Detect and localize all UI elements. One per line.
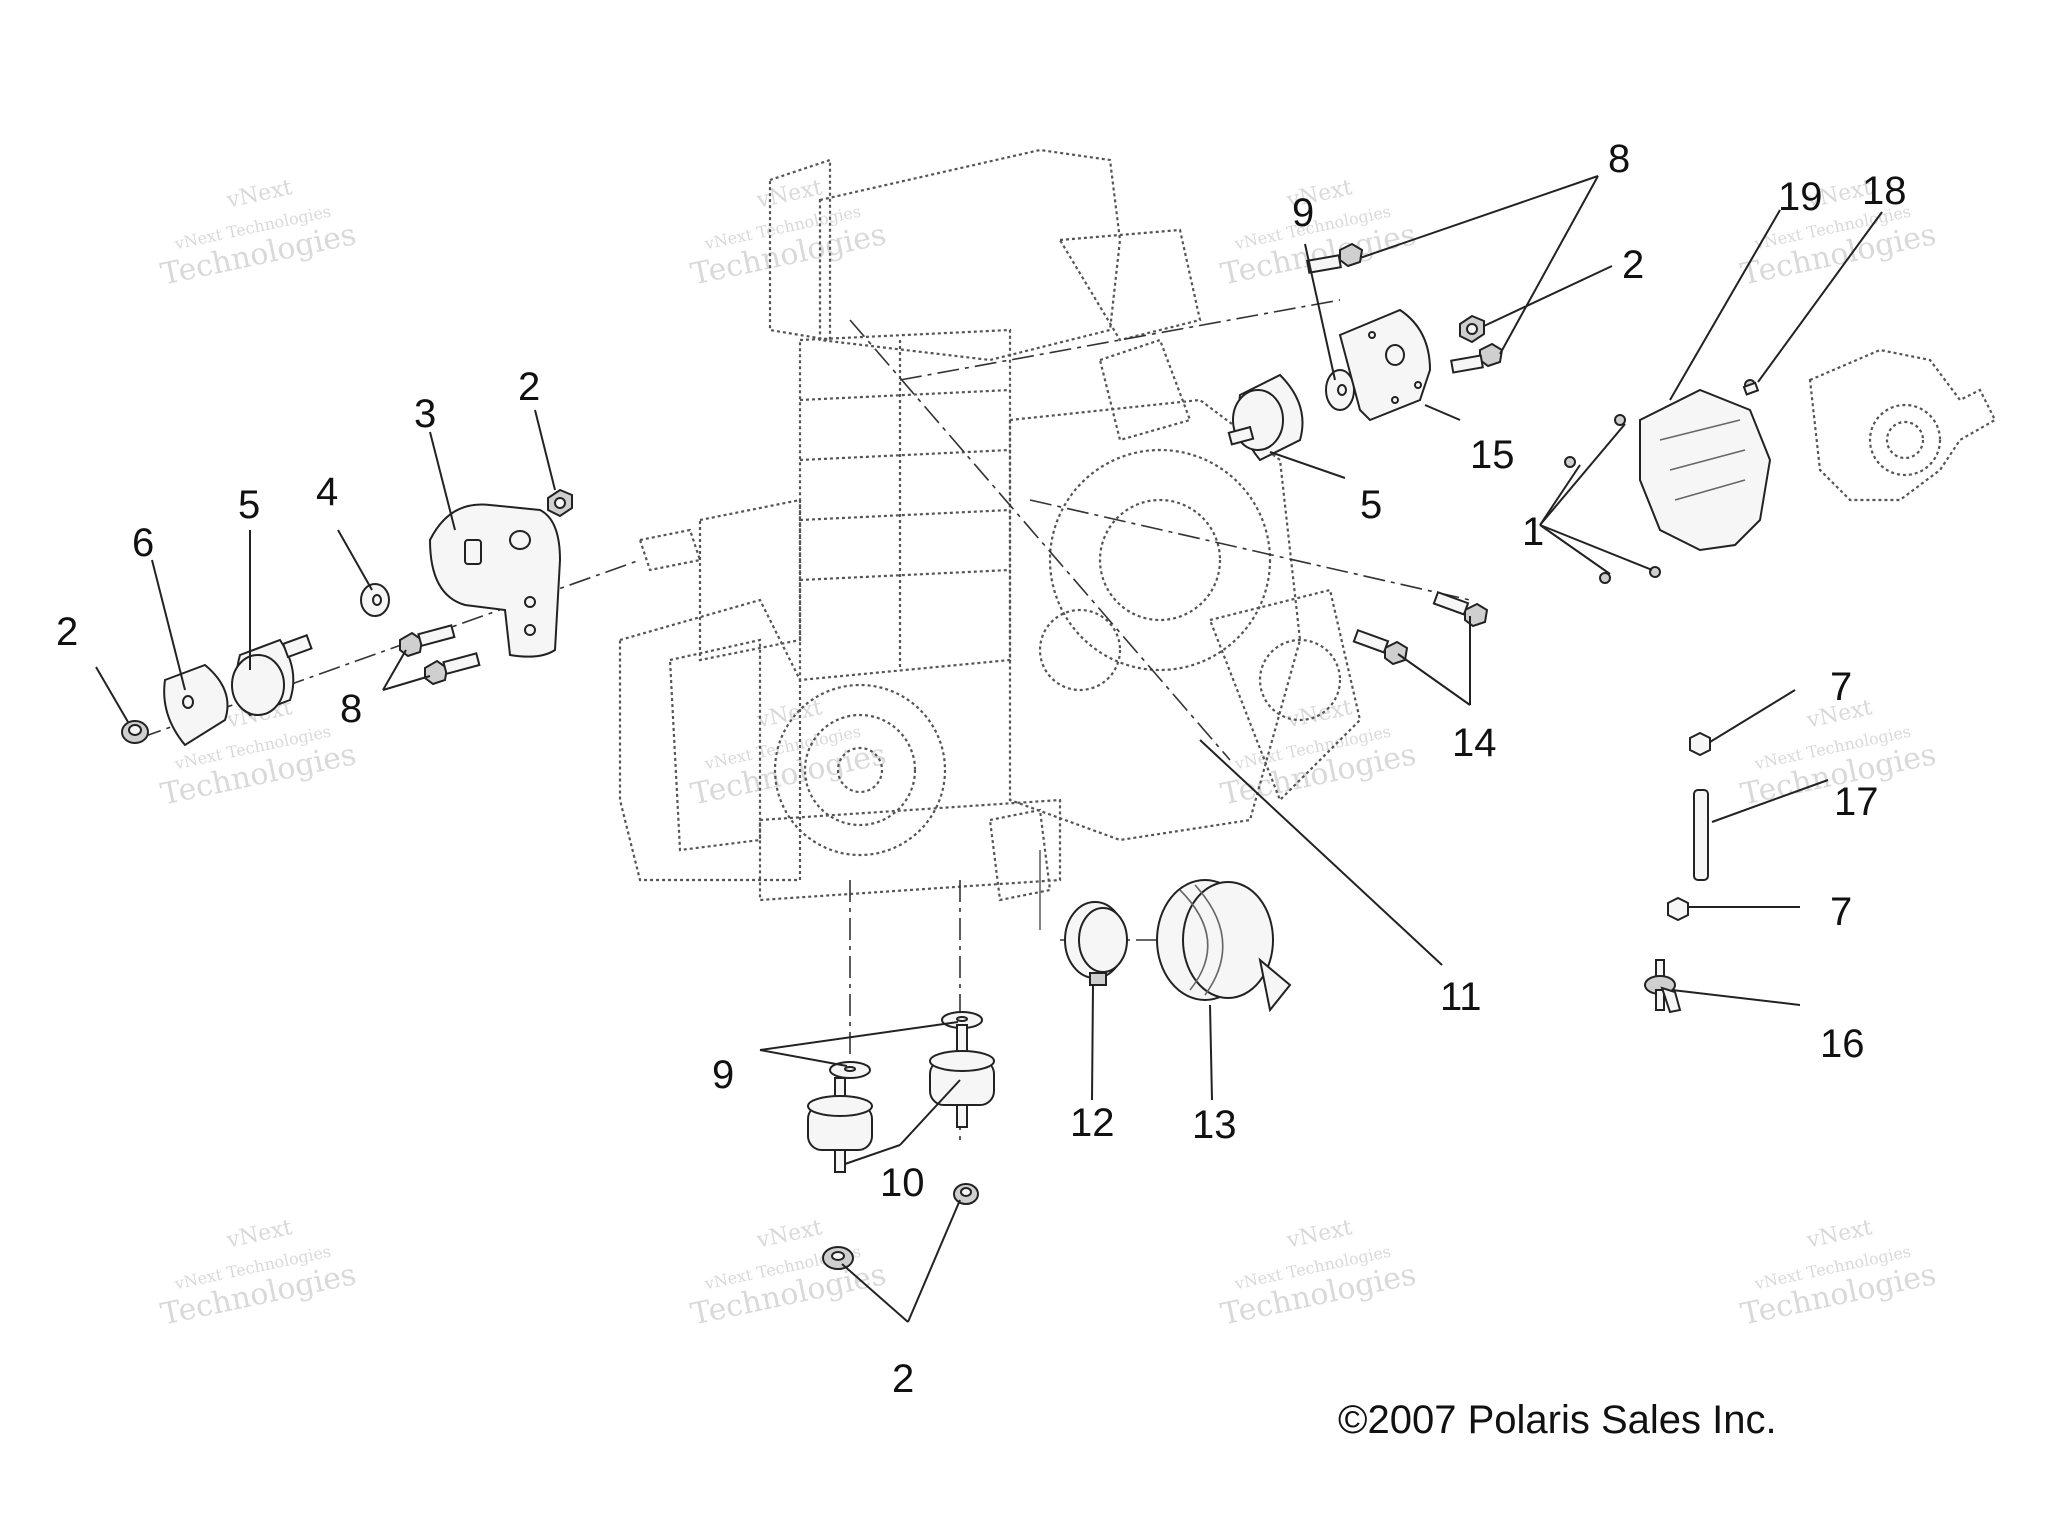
callout-8: 8 — [340, 687, 362, 731]
flange-nut-icon[interactable] — [121, 720, 149, 744]
watermark: vNext vNext Technologies Technologies — [688, 175, 889, 292]
svg-text:vNext: vNext — [1284, 1215, 1355, 1253]
watermark: vNext vNext Technologies Technologies — [1218, 695, 1419, 812]
rubber-mount-icon[interactable] — [929, 1024, 995, 1128]
callout-10: 10 — [880, 1161, 925, 1205]
cap-icon[interactable] — [1689, 731, 1711, 757]
engine-bracket-plate-icon[interactable] — [1338, 308, 1432, 422]
washer-icon[interactable] — [829, 1061, 871, 1079]
svg-text:vNext: vNext — [754, 695, 825, 733]
svg-text:vNext: vNext — [224, 175, 295, 213]
flange-bolt-icon[interactable] — [1450, 342, 1504, 374]
engine-block-outline — [618, 148, 1362, 930]
callout-7: 7 — [1830, 890, 1852, 934]
pin-icon[interactable] — [1742, 381, 1760, 396]
svg-text:vNext: vNext — [224, 1215, 295, 1253]
copyright-notice: ©2007 Polaris Sales Inc. — [1338, 1398, 1777, 1442]
watermark: vNext vNext Technologies Technologies — [1738, 1215, 1939, 1332]
valve-icon[interactable] — [1644, 959, 1682, 1014]
watermark: vNext vNext Technologies Technologies — [158, 1215, 359, 1332]
callout-1: 1 — [1522, 510, 1544, 554]
callout-14: 14 — [1452, 721, 1497, 765]
rubber-mount-icon[interactable] — [807, 1077, 873, 1173]
callout-labels: 2 6 5 4 3 2 8 9 8 2 15 5 1 19 18 7 17 7 … — [56, 137, 1907, 1401]
flange-bolt-icon[interactable] — [1352, 628, 1409, 666]
cover-plate-icon[interactable] — [1639, 388, 1772, 552]
callout-9: 9 — [712, 1053, 734, 1097]
callout-2: 2 — [518, 365, 540, 409]
callout-2: 2 — [56, 610, 78, 654]
washer-icon[interactable] — [360, 583, 390, 617]
callout-13: 13 — [1192, 1103, 1237, 1147]
callout-5: 5 — [238, 483, 260, 527]
watermark: vNext vNext Technologies Technologies — [158, 175, 359, 292]
screw-icon[interactable] — [1599, 572, 1611, 584]
cover-plate-assembly — [1564, 348, 1997, 584]
flange-bolt-icon[interactable] — [1306, 242, 1364, 274]
callout-6: 6 — [132, 521, 154, 565]
screw-icon[interactable] — [1614, 414, 1626, 426]
rubber-mount-icon[interactable] — [1227, 373, 1304, 462]
callout-16: 16 — [1820, 1022, 1865, 1066]
engine-bracket-icon[interactable] — [428, 503, 562, 658]
cup-washer-icon[interactable] — [163, 663, 229, 747]
flange-bolt-icon[interactable] — [424, 652, 481, 686]
flange-nut-icon[interactable] — [822, 1246, 854, 1270]
bottom-mount-assembly — [807, 1011, 995, 1270]
svg-text:vNext: vNext — [754, 1215, 825, 1253]
intake-boot-icon[interactable] — [1156, 879, 1292, 1013]
flange-bolt-icon[interactable] — [1432, 590, 1489, 628]
watermark: vNext vNext Technologies Technologies — [688, 1215, 889, 1332]
leader-lines — [95, 175, 1883, 1323]
callout-19: 19 — [1778, 175, 1823, 219]
flange-nut-icon[interactable] — [953, 1183, 979, 1205]
callout-2: 2 — [1622, 243, 1644, 287]
screw-icon[interactable] — [1564, 456, 1576, 468]
watermark: vNext vNext Technologies Technologies — [1218, 1215, 1419, 1332]
flange-nut-icon[interactable] — [1459, 314, 1485, 344]
flange-nut-icon[interactable] — [547, 488, 573, 518]
screw-icon[interactable] — [1649, 566, 1661, 578]
mount-bolts — [1352, 590, 1489, 666]
callout-9: 9 — [1292, 191, 1314, 235]
callout-3: 3 — [414, 392, 436, 436]
callout-15: 15 — [1470, 433, 1515, 477]
tube-icon[interactable] — [1693, 789, 1709, 881]
intake-boot-assembly — [1064, 879, 1292, 1013]
watermark-layer: vNext vNext Technologies Technologies vN… — [158, 175, 1939, 1332]
callout-12: 12 — [1070, 1101, 1115, 1145]
svg-text:vNext: vNext — [1804, 1215, 1875, 1253]
callout-2: 2 — [892, 1357, 914, 1401]
washer-icon[interactable] — [1325, 369, 1355, 411]
cap-icon[interactable] — [1667, 896, 1689, 922]
callout-17: 17 — [1834, 780, 1879, 824]
flange-bolt-icon[interactable] — [399, 624, 456, 658]
callout-11: 11 — [1440, 975, 1482, 1019]
sensor-assembly — [1644, 731, 1711, 1014]
svg-text:vNext: vNext — [754, 175, 825, 213]
callout-7: 7 — [1830, 665, 1852, 709]
callout-18: 18 — [1862, 169, 1907, 213]
watermark: vNext vNext Technologies Technologies — [1738, 175, 1939, 292]
hose-clamp-icon[interactable] — [1064, 901, 1128, 986]
callout-4: 4 — [316, 470, 338, 514]
callout-8: 8 — [1608, 137, 1630, 181]
watermark: vNext vNext Technologies Technologies — [688, 695, 889, 812]
rubber-mount-icon[interactable] — [231, 634, 313, 717]
right-upper-mount-assembly — [1227, 242, 1504, 462]
callout-5: 5 — [1360, 483, 1382, 527]
